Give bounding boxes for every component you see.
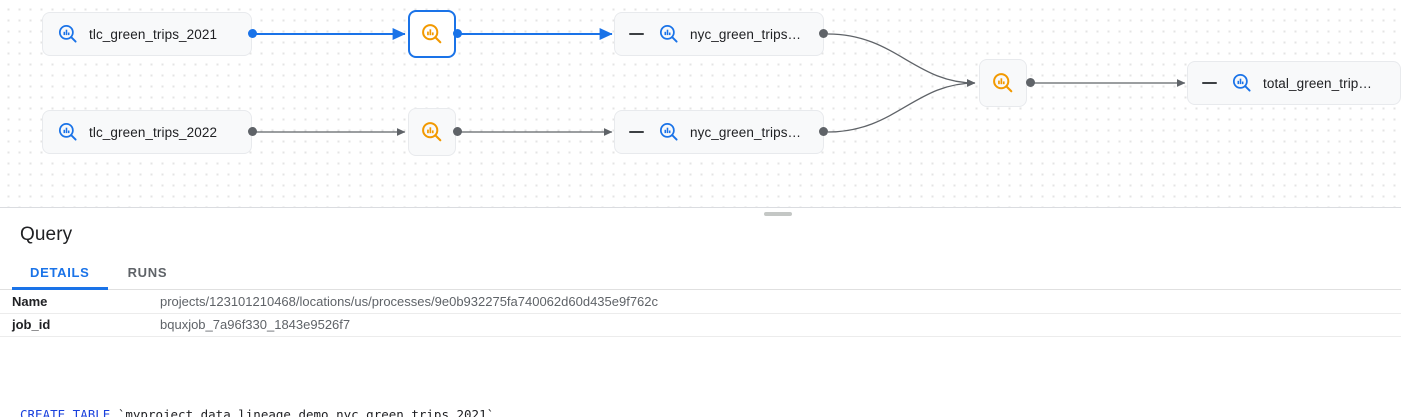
graph-node-process-3[interactable] (979, 59, 1027, 107)
dataset-search-icon (1232, 73, 1251, 92)
graph-node-process-1[interactable] (408, 10, 456, 58)
process-search-icon (422, 24, 442, 44)
dataset-search-icon (659, 24, 678, 43)
graph-node-nyc-green-trips-1[interactable]: nyc_green_trips… (614, 12, 824, 56)
table-row: Name projects/123101210468/locations/us/… (0, 290, 1401, 314)
sql-token-text: `myproject.data_lineage_demo.nyc_green_t… (110, 406, 495, 417)
tab-details[interactable]: DETAILS (12, 265, 108, 290)
port-out-nyc1[interactable] (819, 29, 828, 38)
dataset-search-icon (58, 24, 77, 43)
table-row: job_id bquxjob_7a96f330_1843e9526f7 (0, 313, 1401, 337)
lineage-graph-canvas[interactable]: tlc_green_trips_2021 tlc_green_trips_202… (0, 0, 1401, 207)
row-value: bquxjob_7a96f330_1843e9526f7 (158, 313, 1401, 337)
dataset-search-icon (659, 122, 678, 141)
sql-line: CREATE TABLE `myproject.data_lineage_dem… (20, 405, 1401, 417)
details-tabs: DETAILS RUNS (0, 256, 1401, 290)
graph-node-label: nyc_green_trips… (690, 124, 802, 140)
row-key: Name (0, 290, 158, 314)
panel-title: Query (20, 224, 73, 245)
port-out-tlc2021[interactable] (248, 29, 257, 38)
tab-runs[interactable]: RUNS (127, 265, 168, 280)
details-table: Name projects/123101210468/locations/us/… (0, 290, 1401, 337)
row-key: job_id (0, 313, 158, 337)
graph-node-label: tlc_green_trips_2021 (89, 26, 218, 42)
panel-resize-handle[interactable] (764, 212, 792, 216)
collapse-icon[interactable] (629, 131, 644, 133)
graph-node-tlc-green-trips-2021[interactable]: tlc_green_trips_2021 (42, 12, 252, 56)
sql-code-block: CREATE TABLE `myproject.data_lineage_dem… (0, 367, 1401, 417)
graph-node-label: total_green_trip… (1263, 75, 1373, 91)
port-out-tlc2022[interactable] (248, 127, 257, 136)
graph-node-tlc-green-trips-2022[interactable]: tlc_green_trips_2022 (42, 110, 252, 154)
panel-divider (0, 207, 1401, 208)
port-out-process-1[interactable] (453, 29, 462, 38)
process-search-icon (993, 73, 1013, 93)
edge-nyc1-proc3 (827, 33, 976, 87)
lineage-edges (253, 28, 1186, 136)
graph-node-label: nyc_green_trips… (690, 26, 802, 42)
sql-token-keyword: CREATE TABLE (20, 406, 111, 417)
collapse-icon[interactable] (629, 33, 644, 35)
edge-nyc2-proc3 (827, 79, 976, 133)
port-out-process-3[interactable] (1026, 78, 1035, 87)
port-out-process-2[interactable] (453, 127, 462, 136)
graph-node-process-2[interactable] (408, 108, 456, 156)
details-panel: Query DETAILS RUNS Name projects/1231012… (0, 208, 1401, 417)
collapse-icon[interactable] (1202, 82, 1217, 84)
graph-node-nyc-green-trips-2[interactable]: nyc_green_trips… (614, 110, 824, 154)
port-out-nyc2[interactable] (819, 127, 828, 136)
process-search-icon (422, 122, 442, 142)
dataset-search-icon (58, 122, 77, 141)
graph-node-total-green-trips[interactable]: total_green_trip… (1187, 61, 1401, 105)
graph-node-label: tlc_green_trips_2022 (89, 124, 218, 140)
row-value: projects/123101210468/locations/us/proce… (158, 290, 1401, 314)
